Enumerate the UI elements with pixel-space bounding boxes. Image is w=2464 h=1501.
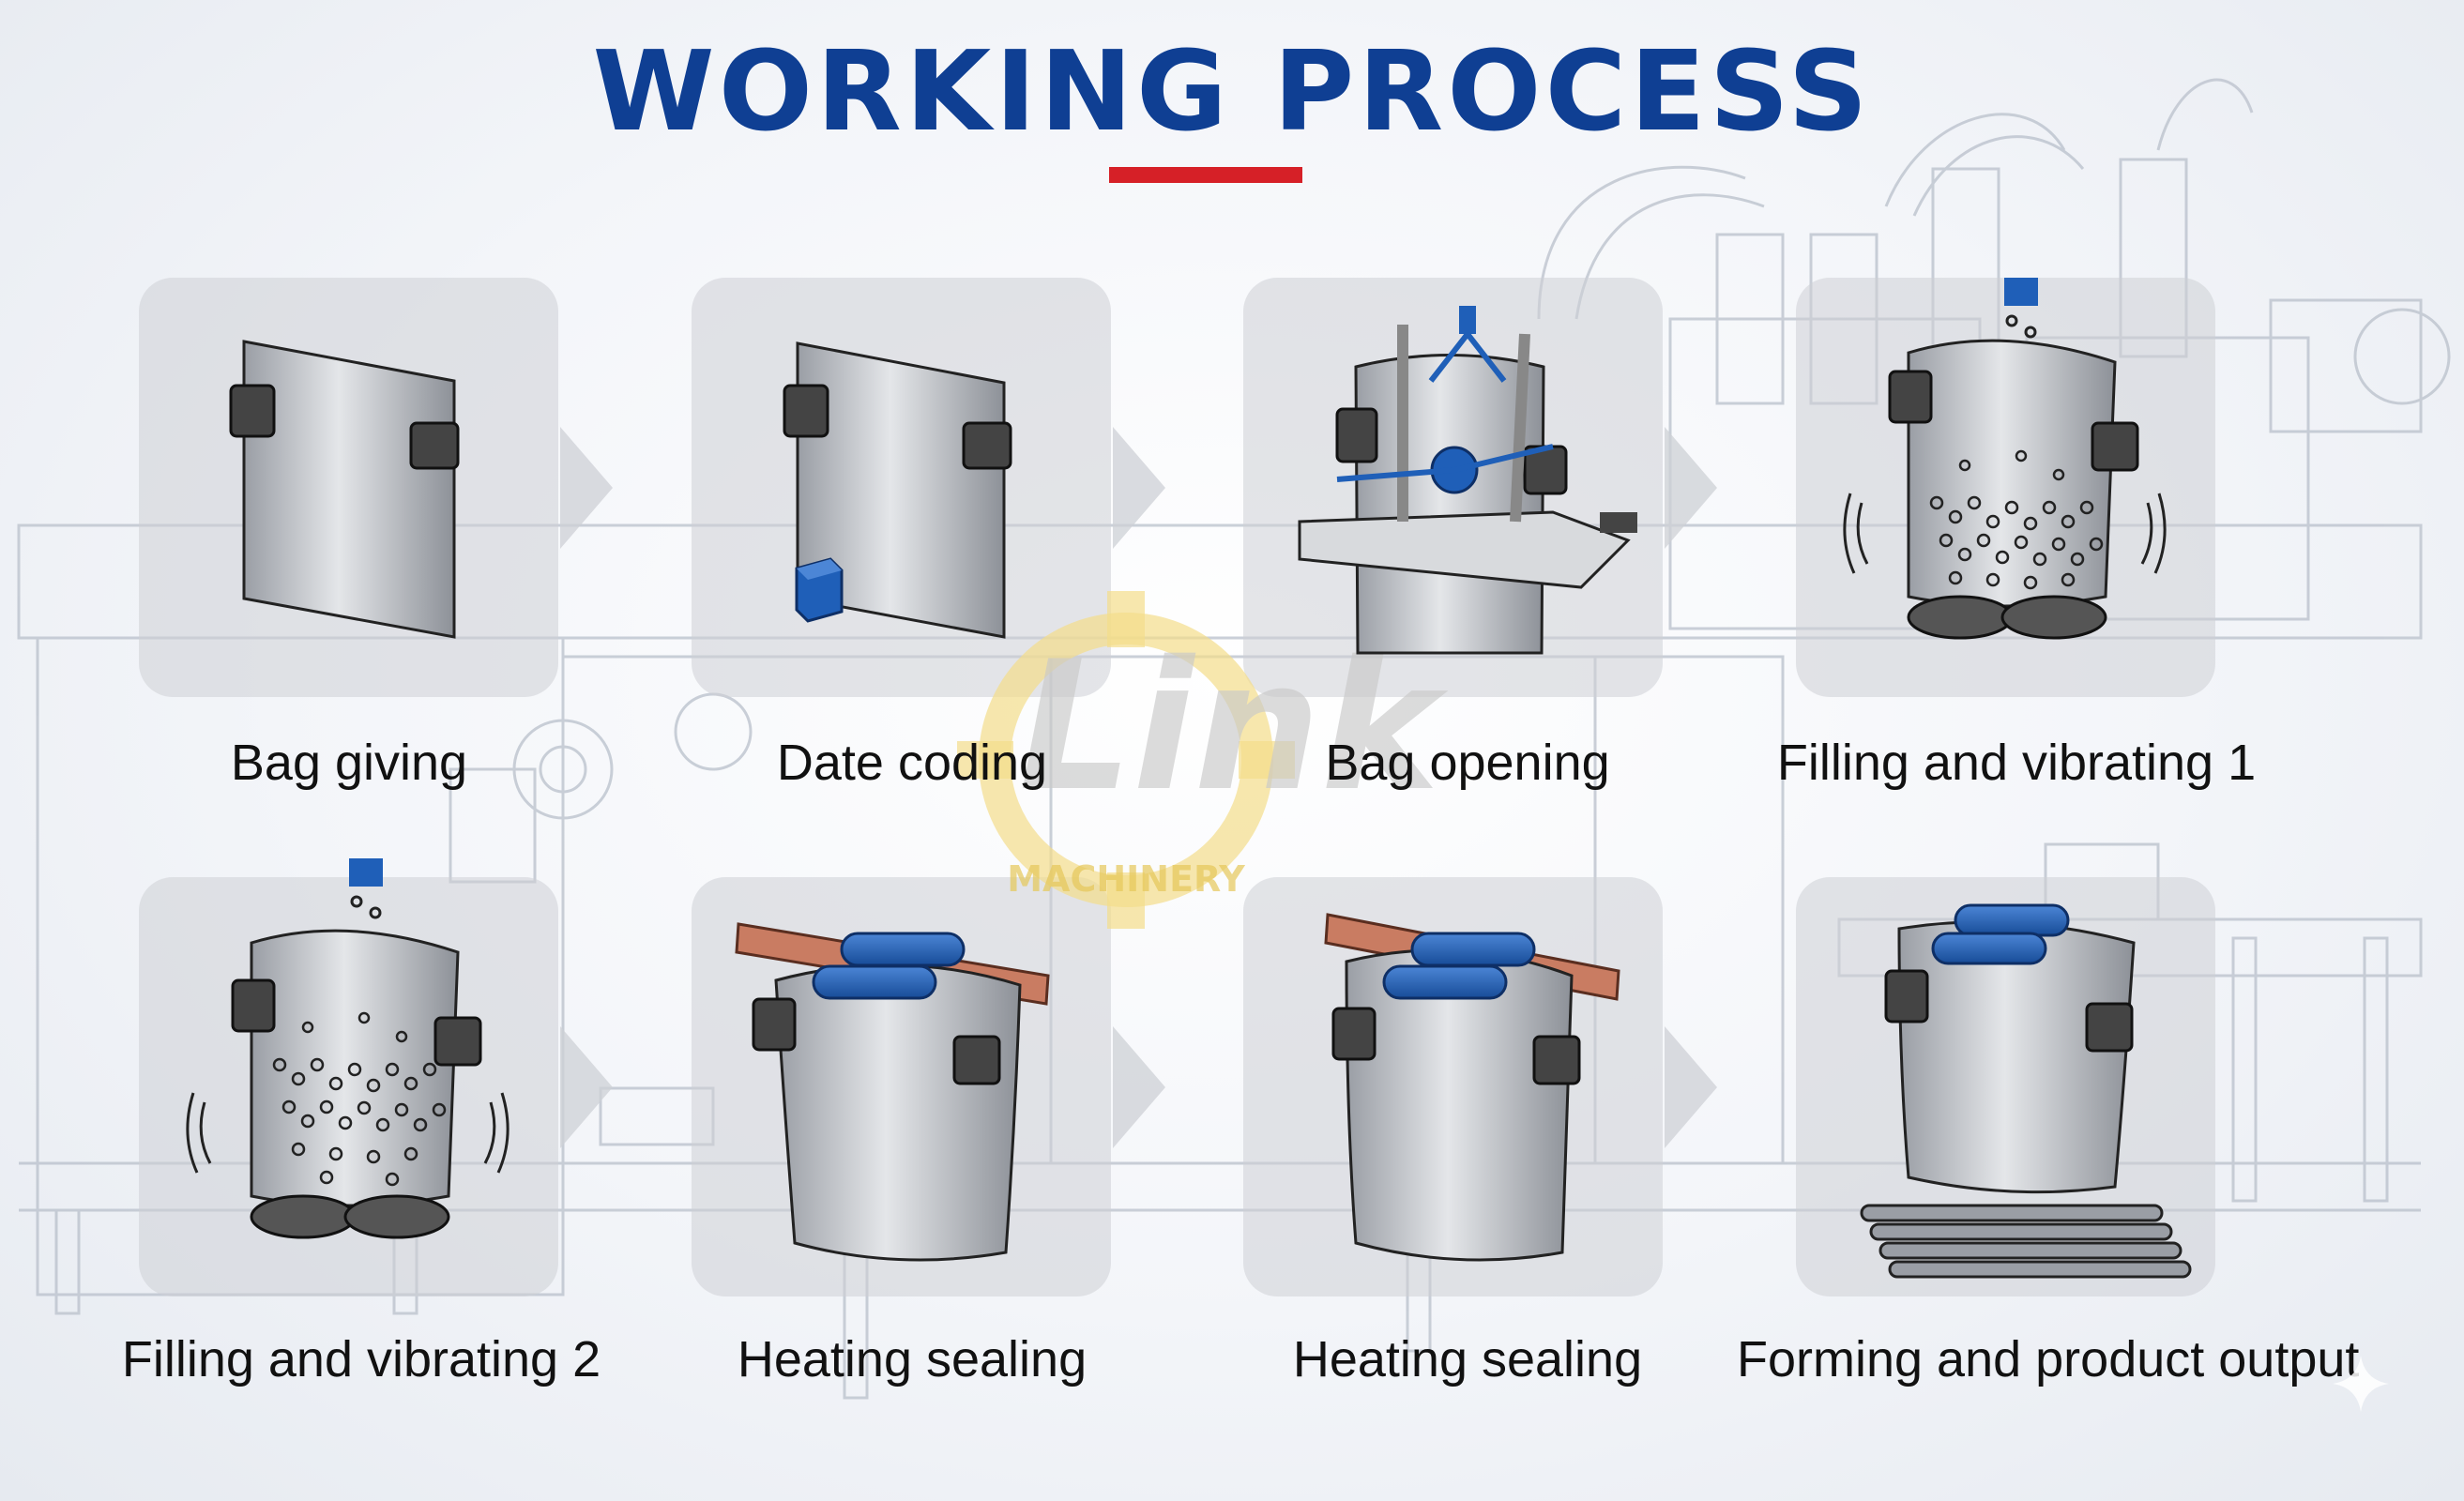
output-conveyor-rollers [1860,1204,2192,1279]
date-coder-block [795,557,844,623]
chevron-right-icon [1665,427,1717,549]
filling-vibrating-icon [1843,278,2167,640]
chevron-right-icon [1113,1026,1165,1148]
heat-sealing-icon [735,922,1050,1262]
step-label-3: Bag opening [1325,735,1610,791]
step-label-1: Bag giving [230,735,468,791]
step-label-2: Date coding [776,735,1048,791]
chevron-right-icon [560,427,613,549]
page-title: WORKING PROCESS [592,26,1872,156]
chevron-right-icon [1113,427,1165,549]
bag-opening-icon [1298,306,1637,655]
step-label-4: Filling and vibrating 1 [1776,735,2257,791]
step-label-6: Heating sealing [737,1331,1088,1387]
date-coding-icon [783,341,1012,639]
bag-giving-icon [229,340,460,639]
chevron-right-icon [560,1026,613,1148]
watermark-subtext: MACHINERY [1007,858,1245,900]
title-underline [1109,167,1302,183]
step-label-5: Filling and vibrating 2 [121,1331,601,1387]
heat-sealing-icon [1324,913,1620,1262]
chevron-right-icon [1665,1026,1717,1148]
product-output-icon [1860,903,2192,1279]
sparkle-icon [2333,1356,2389,1412]
watermark-brand: Link [1019,623,1448,830]
link-machinery-watermark: Link MACHINERY [957,591,1449,929]
step-label-7: Heating sealing [1292,1331,1643,1387]
filling-vibrating-icon [186,858,510,1239]
step-label-8: Forming and product output [1737,1331,2360,1387]
